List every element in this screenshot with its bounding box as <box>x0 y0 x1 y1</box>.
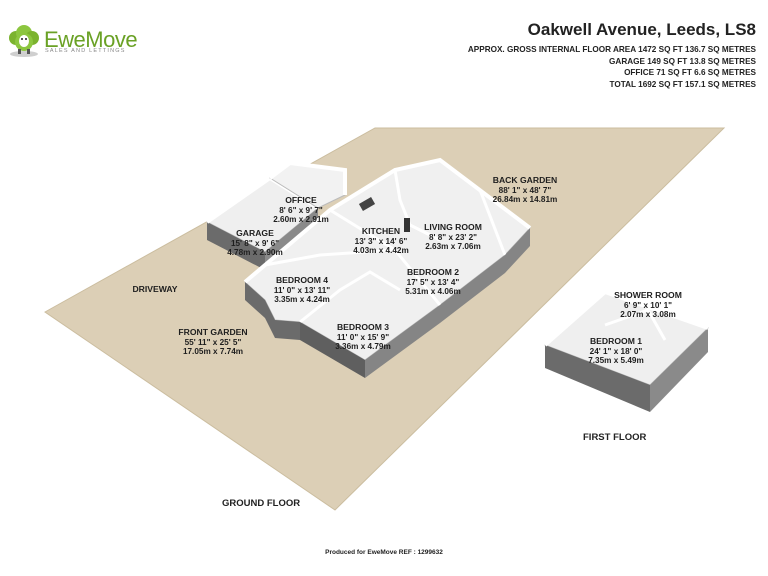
area-line: GARAGE 149 SQ FT 13.8 SQ METRES <box>609 56 756 66</box>
property-title: Oakwell Avenue, Leeds, LS8 <box>527 20 756 39</box>
area-line: TOTAL 1692 SQ FT 157.1 SQ METRES <box>609 79 756 89</box>
room-label-back-garden: BACK GARDEN 88' 1" x 48' 7" 26.84m x 14.… <box>480 175 570 205</box>
room-name: GARAGE <box>236 228 274 238</box>
room-dim-metric: 5.31m x 4.06m <box>405 287 461 297</box>
room-dim-metric: 2.60m x 2.91m <box>273 215 329 225</box>
room-dim-imperial: 6' 9" x 10' 1" <box>623 300 673 310</box>
room-dim-metric: 3.36m x 4.79m <box>335 342 391 352</box>
room-label-driveway: DRIVEWAY <box>115 284 195 295</box>
room-name: SHOWER ROOM <box>614 290 682 300</box>
footer-reference: Produced for EweMove REF : 1299632 <box>325 549 443 556</box>
ewemove-logo <box>4 18 134 60</box>
room-dim-imperial: 8' 8" x 23' 2" <box>428 232 478 242</box>
area-line: APPROX. GROSS INTERNAL FLOOR AREA 1472 S… <box>467 45 756 54</box>
room-name: BEDROOM 2 <box>406 267 460 277</box>
room-dim-metric: 26.84m x 14.81m <box>492 195 558 205</box>
room-label-garage: GARAGE 15' 8" x 9' 6" 4.78m x 2.90m <box>212 228 298 258</box>
room-label-bedroom-4: BEDROOM 4 11' 0" x 13' 11" 3.35m x 4.24m <box>257 275 347 305</box>
first-floor-block <box>543 289 709 412</box>
room-dim-metric: 7.35m x 5.49m <box>588 356 644 366</box>
room-name: BEDROOM 4 <box>275 275 329 285</box>
sheep-icon <box>9 25 39 57</box>
room-dim-metric: 4.03m x 4.42m <box>353 246 409 256</box>
area-line: OFFICE 71 SQ FT 6.6 SQ METRES <box>624 68 756 78</box>
house-block <box>243 157 532 378</box>
room-dim-imperial: 15' 8" x 9' 6" <box>230 238 280 248</box>
brand-tagline: SALES AND LETTINGS <box>45 48 126 54</box>
room-name: LIVING ROOM <box>424 222 482 232</box>
room-name: OFFICE <box>285 195 317 205</box>
room-name: BEDROOM 3 <box>336 322 390 332</box>
room-dim-metric: 2.63m x 7.06m <box>425 242 481 252</box>
room-name: KITCHEN <box>361 226 401 236</box>
room-label-bedroom-2: BEDROOM 2 17' 5" x 13' 4" 5.31m x 4.06m <box>390 267 476 297</box>
brand-name: EweMove <box>44 27 138 52</box>
room-dim-imperial: 17' 5" x 13' 4" <box>406 277 460 287</box>
room-label-living-room: LIVING ROOM 8' 8" x 23' 2" 2.63m x 7.06m <box>410 222 496 252</box>
floor-area-summary: APPROX. GROSS INTERNAL FLOOR AREA 1472 S… <box>468 44 756 90</box>
room-label-front-garden: FRONT GARDEN 55' 11" x 25' 5" 17.05m x 7… <box>165 327 261 357</box>
floor-caption-ground: GROUND FLOOR <box>222 498 301 509</box>
room-dim-metric: 3.35m x 4.24m <box>274 295 330 305</box>
room-dim-imperial: 55' 11" x 25' 5" <box>184 337 242 347</box>
room-dim-imperial: 13' 3" x 14' 6" <box>354 236 408 246</box>
room-dim-metric: 2.07m x 3.08m <box>620 310 676 320</box>
room-dim-metric: 17.05m x 7.74m <box>182 347 244 357</box>
room-dim-imperial: 8' 6" x 9' 7" <box>279 205 323 215</box>
room-dim-imperial: 11' 0" x 15' 9" <box>336 332 390 342</box>
room-name: BEDROOM 1 <box>589 336 643 346</box>
office-block <box>268 160 347 209</box>
room-dim-metric: 4.78m x 2.90m <box>227 248 283 258</box>
room-label-kitchen: KITCHEN 13' 3" x 14' 6" 4.03m x 4.42m <box>338 226 424 256</box>
room-label-bedroom-1: BEDROOM 1 24' 1" x 18' 0" 7.35m x 5.49m <box>572 336 660 366</box>
room-label-shower-room: SHOWER ROOM 6' 9" x 10' 1" 2.07m x 3.08m <box>604 290 692 320</box>
room-name: FRONT GARDEN <box>178 327 248 337</box>
room-dim-imperial: 11' 0" x 13' 11" <box>273 285 331 295</box>
room-name: DRIVEWAY <box>132 284 178 294</box>
room-name: BACK GARDEN <box>492 175 558 185</box>
room-label-office: OFFICE 8' 6" x 9' 7" 2.60m x 2.91m <box>258 195 344 225</box>
room-dim-imperial: 24' 1" x 18' 0" <box>589 346 643 356</box>
room-dim-imperial: 88' 1" x 48' 7" <box>498 185 552 195</box>
floor-caption-first: FIRST FLOOR <box>583 432 647 443</box>
room-label-bedroom-3: BEDROOM 3 11' 0" x 15' 9" 3.36m x 4.79m <box>318 322 408 352</box>
